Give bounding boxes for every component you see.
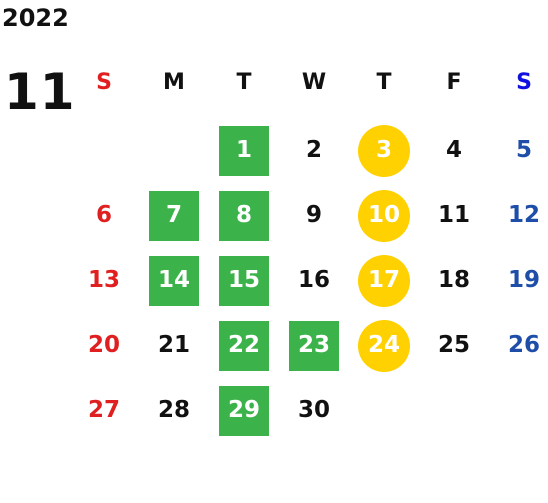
date-number: 1	[219, 125, 269, 176]
date-cell[interactable]: 12	[489, 183, 548, 248]
date-cell[interactable]: 1	[209, 118, 279, 183]
date-number: 3	[358, 124, 410, 177]
date-cell[interactable]: 15	[209, 248, 279, 313]
date-cell[interactable]: 17	[349, 248, 419, 313]
date-number: 11	[437, 202, 470, 228]
date-cell[interactable]: 28	[139, 378, 209, 443]
date-number: 17	[358, 254, 410, 307]
date-number: 2	[305, 137, 322, 163]
date-number: 30	[297, 397, 330, 423]
date-number: 8	[219, 190, 269, 241]
date-number: 24	[358, 319, 410, 372]
date-number: 15	[219, 255, 269, 306]
date-number: 16	[297, 267, 330, 293]
date-number: 14	[149, 255, 199, 306]
date-number: 4	[445, 137, 462, 163]
date-number: 5	[515, 137, 532, 163]
date-number: 27	[87, 397, 120, 423]
date-number: 26	[507, 332, 540, 358]
date-cell[interactable]: 19	[489, 248, 548, 313]
date-cell[interactable]: 4	[419, 118, 489, 183]
date-number: 6	[95, 202, 112, 228]
weekday-header: F	[446, 70, 462, 95]
date-cell[interactable]: 2	[279, 118, 349, 183]
date-number: 13	[87, 267, 120, 293]
date-cell[interactable]: 7	[139, 183, 209, 248]
date-number: 19	[507, 267, 540, 293]
date-number: 21	[157, 332, 190, 358]
date-number: 12	[507, 202, 540, 228]
date-number: 9	[305, 202, 322, 228]
date-cell[interactable]: 25	[419, 313, 489, 378]
date-cell[interactable]: 10	[349, 183, 419, 248]
date-cell[interactable]: 22	[209, 313, 279, 378]
month-label: 11	[4, 63, 76, 121]
weekday-header: T	[376, 70, 392, 95]
date-cell[interactable]: 9	[279, 183, 349, 248]
date-cell[interactable]: 26	[489, 313, 548, 378]
date-number: 10	[358, 189, 410, 242]
date-cell[interactable]: 6	[69, 183, 139, 248]
date-number: 28	[157, 397, 190, 423]
date-number: 22	[219, 320, 269, 371]
date-number: 18	[437, 267, 470, 293]
date-number: 7	[149, 190, 199, 241]
weekday-header: M	[163, 70, 185, 95]
date-cell[interactable]: 8	[209, 183, 279, 248]
date-number: 23	[289, 320, 339, 371]
date-cell[interactable]: 3	[349, 118, 419, 183]
weekday-header: W	[301, 70, 327, 95]
date-cell[interactable]: 21	[139, 313, 209, 378]
date-cell[interactable]: 13	[69, 248, 139, 313]
date-number: 29	[219, 385, 269, 436]
date-cell[interactable]: 20	[69, 313, 139, 378]
date-cell[interactable]: 23	[279, 313, 349, 378]
date-number: 25	[437, 332, 470, 358]
year-label: 2022	[2, 4, 69, 32]
date-cell[interactable]: 30	[279, 378, 349, 443]
date-cell[interactable]: 11	[419, 183, 489, 248]
date-cell[interactable]: 16	[279, 248, 349, 313]
date-cell[interactable]: 29	[209, 378, 279, 443]
date-cell[interactable]: 27	[69, 378, 139, 443]
weekday-header: T	[236, 70, 252, 95]
date-number: 20	[87, 332, 120, 358]
date-cell[interactable]: 5	[489, 118, 548, 183]
weekday-header: S	[516, 70, 532, 95]
date-cell[interactable]: 18	[419, 248, 489, 313]
date-cell[interactable]: 14	[139, 248, 209, 313]
date-cell[interactable]: 24	[349, 313, 419, 378]
weekday-header: S	[96, 70, 112, 95]
